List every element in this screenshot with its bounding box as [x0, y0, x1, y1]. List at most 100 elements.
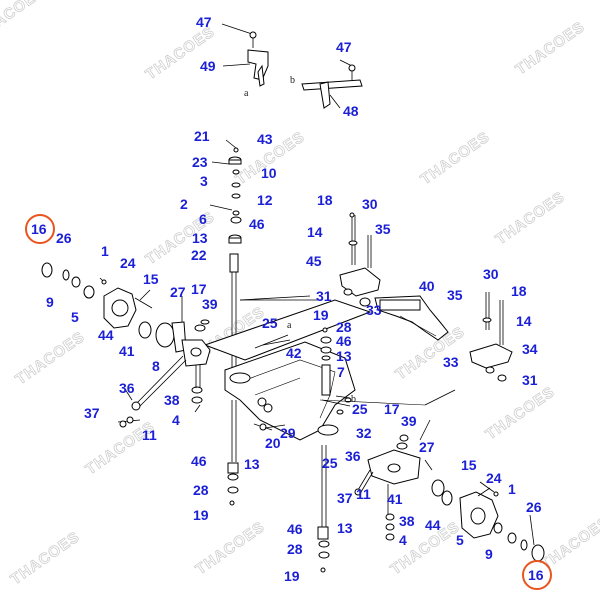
callout-24[interactable]: 24	[120, 255, 136, 271]
callout-31[interactable]: 31	[316, 288, 332, 304]
callout-11[interactable]: 11	[142, 427, 157, 443]
callout-26[interactable]: 26	[56, 230, 72, 246]
callout-25[interactable]: 25	[262, 315, 278, 331]
callout-32[interactable]: 32	[356, 425, 372, 441]
callout-28[interactable]: 28	[336, 319, 352, 335]
watermark: THACOES	[483, 383, 559, 443]
callout-42[interactable]: 42	[286, 345, 302, 361]
callout-28[interactable]: 28	[287, 541, 303, 557]
callout-20[interactable]: 20	[265, 435, 281, 451]
callout-13[interactable]: 13	[336, 348, 352, 364]
watermark: THACOES	[193, 518, 269, 578]
callout-33[interactable]: 33	[443, 354, 459, 370]
callout-45[interactable]: 45	[306, 253, 322, 269]
callout-46[interactable]: 46	[287, 521, 303, 537]
callout-41[interactable]: 41	[387, 491, 403, 507]
callout-13[interactable]: 13	[244, 456, 260, 472]
callout-22[interactable]: 22	[191, 247, 207, 263]
callout-25[interactable]: 25	[352, 401, 368, 417]
leader-lines	[124, 289, 535, 546]
callout-46[interactable]: 46	[191, 453, 207, 469]
callout-37[interactable]: 37	[337, 490, 353, 506]
callout-39[interactable]: 39	[202, 296, 218, 312]
callout-15[interactable]: 15	[143, 271, 159, 287]
callout-4[interactable]: 4	[172, 412, 180, 428]
callout-36[interactable]: 36	[345, 448, 361, 464]
callout-44[interactable]: 44	[98, 327, 114, 343]
callout-46[interactable]: 46	[249, 216, 265, 232]
callout-44[interactable]: 44	[425, 517, 441, 533]
watermark: THACOES	[513, 18, 589, 78]
highlight-circle	[25, 214, 55, 244]
callout-17[interactable]: 17	[191, 281, 207, 297]
callout-26[interactable]: 26	[526, 499, 542, 515]
callout-25[interactable]: 25	[322, 455, 338, 471]
callout-1[interactable]: 1	[101, 243, 109, 259]
ref-letter-a: a	[287, 320, 292, 331]
callout-49[interactable]: 49	[200, 58, 216, 74]
callout-18[interactable]: 18	[317, 192, 333, 208]
callout-40[interactable]: 40	[419, 278, 435, 294]
detail-b	[301, 59, 363, 109]
highlight-markers	[25, 214, 552, 590]
callout-43[interactable]: 43	[257, 131, 273, 147]
callout-13[interactable]: 13	[337, 520, 353, 536]
callout-47[interactable]: 47	[196, 14, 212, 30]
callout-19[interactable]: 19	[313, 307, 329, 323]
callout-19[interactable]: 19	[193, 507, 209, 523]
callout-6[interactable]: 6	[199, 211, 207, 227]
callout-11[interactable]: 11	[356, 486, 371, 502]
ref-letter-b: b	[351, 394, 356, 405]
callout-47[interactable]: 47	[336, 39, 352, 55]
callout-29[interactable]: 29	[280, 425, 296, 441]
callout-10[interactable]: 10	[261, 165, 277, 181]
callout-36[interactable]: 36	[119, 380, 135, 396]
callout-8[interactable]: 8	[152, 358, 160, 374]
callout-33[interactable]: 33	[366, 302, 382, 318]
callout-27[interactable]: 27	[419, 439, 435, 455]
callout-16[interactable]: 16	[31, 221, 47, 237]
callout-37[interactable]: 37	[84, 405, 100, 421]
callout-9[interactable]: 9	[46, 294, 54, 310]
callout-30[interactable]: 30	[483, 266, 499, 282]
callout-1[interactable]: 1	[508, 481, 516, 497]
callout-46[interactable]: 46	[336, 333, 352, 349]
callout-16[interactable]: 16	[528, 567, 544, 583]
callout-5[interactable]: 5	[456, 532, 464, 548]
callout-13[interactable]: 13	[192, 230, 208, 246]
callout-2[interactable]: 2	[180, 196, 188, 212]
callout-30[interactable]: 30	[362, 196, 378, 212]
callout-5[interactable]: 5	[71, 309, 79, 325]
callout-38[interactable]: 38	[164, 392, 180, 408]
callout-27[interactable]: 27	[170, 284, 186, 300]
callout-3[interactable]: 3	[200, 173, 208, 189]
callout-38[interactable]: 38	[399, 513, 415, 529]
callout-34[interactable]: 34	[522, 341, 538, 357]
callout-35[interactable]: 35	[447, 287, 463, 303]
callout-21[interactable]: 21	[194, 128, 210, 144]
callout-12[interactable]: 12	[257, 192, 273, 208]
callout-28[interactable]: 28	[193, 482, 209, 498]
right-knuckle	[354, 434, 545, 562]
callout-41[interactable]: 41	[119, 343, 135, 359]
ref-letter-a: a	[244, 88, 249, 99]
watermark: THACOES	[13, 328, 89, 388]
callout-9[interactable]: 9	[485, 546, 493, 562]
callout-17[interactable]: 17	[384, 401, 400, 417]
callout-24[interactable]: 24	[486, 470, 502, 486]
callout-19[interactable]: 19	[284, 568, 300, 584]
callout-18[interactable]: 18	[511, 283, 527, 299]
ref-letter-b: b	[290, 75, 295, 86]
callout-15[interactable]: 15	[461, 457, 477, 473]
callout-4[interactable]: 4	[399, 532, 407, 548]
callout-14[interactable]: 14	[307, 224, 323, 240]
callout-48[interactable]: 48	[343, 103, 359, 119]
callout-14[interactable]: 14	[516, 313, 532, 329]
callout-39[interactable]: 39	[401, 413, 417, 429]
watermark: THACOES	[143, 23, 219, 83]
callout-23[interactable]: 23	[192, 154, 208, 170]
callout-35[interactable]: 35	[375, 221, 391, 237]
detail-a	[221, 23, 269, 87]
callout-7[interactable]: 7	[337, 364, 345, 380]
callout-31[interactable]: 31	[522, 372, 538, 388]
